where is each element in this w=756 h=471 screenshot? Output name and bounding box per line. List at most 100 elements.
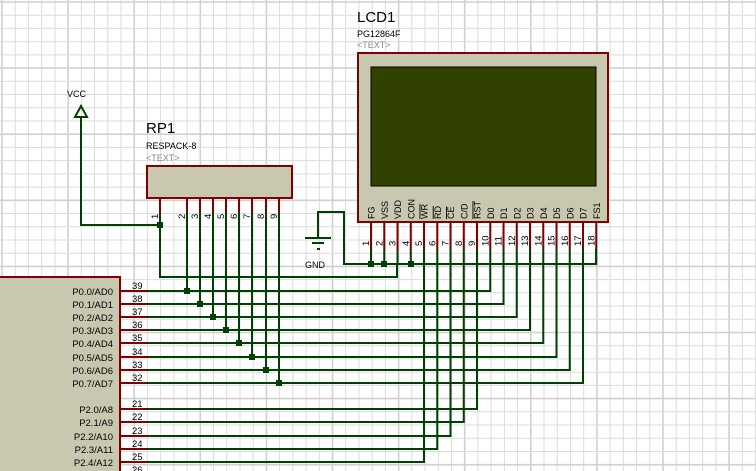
lcd-pin-number: 11 xyxy=(494,236,505,246)
rp1-pin-1[interactable]: 1 xyxy=(150,198,161,219)
rp1-pin-2[interactable]: 2 xyxy=(177,198,188,219)
rp1-body[interactable] xyxy=(146,165,293,199)
mcu-pin-name: P2.2/A10 xyxy=(74,432,113,443)
lcd-pin-name: D4 xyxy=(539,207,549,219)
lcd-pin-name: FS1 xyxy=(592,202,602,219)
rp1-pin-number: 2 xyxy=(177,214,188,219)
junction-dot xyxy=(236,340,242,346)
lcd-pin-name: WR xyxy=(420,204,430,219)
wire-fs1[interactable] xyxy=(424,249,597,265)
wire-p0-7[interactable] xyxy=(147,265,584,384)
rp1-pin-9[interactable]: 9 xyxy=(269,198,280,219)
mcu-pin-number: 37 xyxy=(132,307,143,318)
lcd-pin-name: CE xyxy=(446,206,456,219)
rp1-pin-6[interactable]: 6 xyxy=(229,198,240,219)
rp1-pin-7[interactable]: 7 xyxy=(242,198,253,219)
rp1-pin-4[interactable]: 4 xyxy=(203,198,214,219)
lcd-pin-8[interactable]: C/D8 xyxy=(454,203,470,265)
mcu-pin-number: 36 xyxy=(132,320,143,331)
wire-p0-2[interactable] xyxy=(147,265,518,318)
rp1-pin-number: 5 xyxy=(216,214,227,219)
lcd-pin-number: 16 xyxy=(560,235,571,246)
lcd-pin-number: 13 xyxy=(520,235,531,246)
lcd-pin-7[interactable]: CE 7 xyxy=(441,206,457,265)
gnd-terminal[interactable]: GND xyxy=(305,237,331,270)
wire-p0-5[interactable] xyxy=(147,265,558,358)
lcd-pin-name: CON xyxy=(406,199,416,219)
rp1-pin-number: 4 xyxy=(203,214,214,219)
lcd-pin-16[interactable]: D6 16 xyxy=(560,207,576,265)
wire-p2-4[interactable] xyxy=(147,265,425,463)
lcd-pin-number: 2 xyxy=(374,241,385,246)
rp1-pin-number: 9 xyxy=(269,214,280,219)
vcc-terminal[interactable]: VCC xyxy=(67,89,89,118)
rp1-value: RESPACK-8 xyxy=(146,141,196,151)
vcc-label: VCC xyxy=(67,89,87,99)
wire-p2-0[interactable] xyxy=(147,265,478,410)
lcd-component[interactable]: LCD1 PG12864F <TEXT> FG1VSS2VDD3CON4WR5R… xyxy=(357,9,609,265)
mcu-pin-number: 24 xyxy=(132,439,143,450)
junction-dot xyxy=(210,314,216,320)
rp1-pin-8[interactable]: 8 xyxy=(256,198,267,219)
wire-p0-0[interactable] xyxy=(147,265,492,292)
lcd-pin-name: RST xyxy=(473,200,483,219)
lcd-pin-name: D6 xyxy=(565,207,575,219)
lcd-pin-number: 18 xyxy=(586,235,597,246)
lcd-pin-5[interactable]: WR5 xyxy=(414,204,430,265)
lcd-pin-6[interactable]: RD6 xyxy=(427,206,443,265)
wire-p2-3[interactable] xyxy=(147,265,439,450)
mcu-pin-name: P2.0/A8 xyxy=(79,405,113,416)
lcd-pin-number: 14 xyxy=(533,235,544,246)
lcd-pin-11[interactable]: D1 11 xyxy=(494,207,510,265)
lcd-pin-number: 7 xyxy=(441,241,452,246)
lcd-pin-number: 3 xyxy=(388,241,399,246)
wire-p0-6[interactable] xyxy=(147,265,571,371)
mcu-pin-number: 35 xyxy=(132,333,143,344)
mcu-component[interactable]: P0.0/AD039P0.1/AD138P0.2/AD237P0.3/AD336… xyxy=(0,276,147,471)
lcd-pin-14[interactable]: D4 14 xyxy=(533,207,549,265)
wire-vcc-rp1[interactable] xyxy=(80,117,160,226)
lcd-pin-3[interactable]: VDD 3 xyxy=(388,199,404,265)
rp1-pin-5[interactable]: 5 xyxy=(216,198,227,219)
wire-p2-1[interactable] xyxy=(147,265,465,423)
lcd-pin-name: D0 xyxy=(486,207,496,219)
lcd-pin-name: D1 xyxy=(499,207,509,219)
mcu-pin-number: 33 xyxy=(132,360,143,371)
mcu-pin-number: 38 xyxy=(132,294,143,305)
wire-p0-3[interactable] xyxy=(147,265,531,331)
lcd-pin-name: FG xyxy=(367,207,377,220)
lcd-pin-name: VDD xyxy=(393,199,403,219)
mcu-pin-name: P0.7/AD7 xyxy=(72,379,113,390)
mcu-body[interactable] xyxy=(0,276,121,471)
rp1-ref: RP1 xyxy=(146,120,175,137)
wire-p2-2[interactable] xyxy=(147,265,452,437)
lcd-pin-number: 15 xyxy=(547,235,558,246)
lcd-pin-name: C/D xyxy=(459,203,469,219)
mcu-pin-number: 34 xyxy=(132,347,143,358)
mcu-pin-26[interactable]: 26 xyxy=(120,465,147,471)
rp1-pin-3[interactable]: 3 xyxy=(190,198,201,219)
mcu-pin-number: 26 xyxy=(132,465,143,471)
mcu-pin-name: P2.1/A9 xyxy=(79,418,113,429)
